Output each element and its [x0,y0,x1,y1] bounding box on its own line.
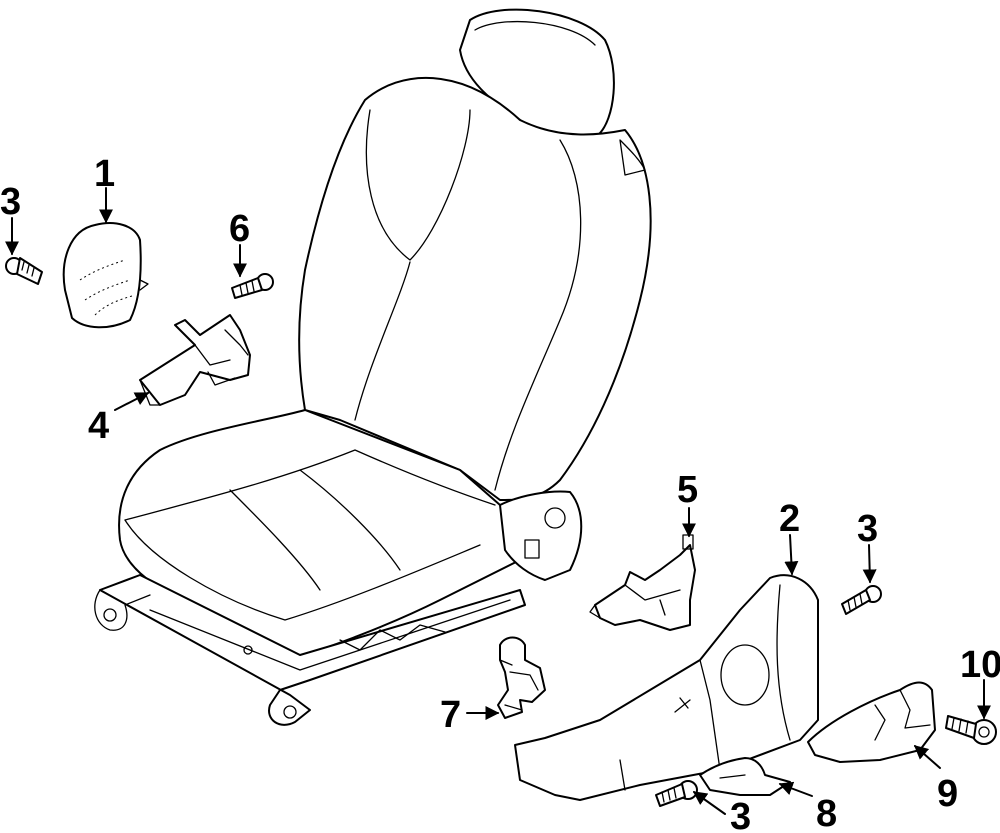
part-1-cover [62,222,149,329]
part-7-switch [497,636,546,719]
leader-3c [692,791,726,815]
callout-labels: 1 2 3 3 3 4 5 6 7 8 9 10 [0,153,1000,833]
callout-8: 8 [816,793,837,833]
screw-3-topleft [5,257,43,285]
callout-2: 2 [779,498,800,540]
leader-2 [784,534,799,576]
leader-8 [778,781,813,797]
callout-6: 6 [229,208,250,250]
callout-5: 5 [677,469,698,511]
screw-6 [231,273,274,299]
part-9-cover [807,681,936,763]
seat-track-rail [99,574,526,726]
part-5-bracket [589,534,696,631]
callout-4: 4 [88,405,109,447]
callout-9: 9 [937,773,958,815]
callout-3-topleft: 3 [0,181,21,223]
callout-7: 7 [440,694,461,736]
part-4-bracket [139,314,251,406]
part-8-lever [699,757,791,796]
callout-1: 1 [94,153,115,195]
bolt-3-bottom [655,780,698,807]
leader-9 [913,745,941,769]
recliner-mechanism [499,490,583,581]
callout-10: 10 [960,644,1000,686]
callout-3-right: 3 [857,508,878,550]
screw-3-right [841,585,882,615]
bolt-10 [945,715,997,745]
seat-assembly-drawing [94,8,652,726]
seatback-outline [298,76,652,501]
leader-lines [5,187,991,815]
callout-3-bottom: 3 [730,796,751,833]
leader-3b [862,544,877,584]
part-2-side-shield [514,574,819,801]
leader-4 [114,392,150,411]
